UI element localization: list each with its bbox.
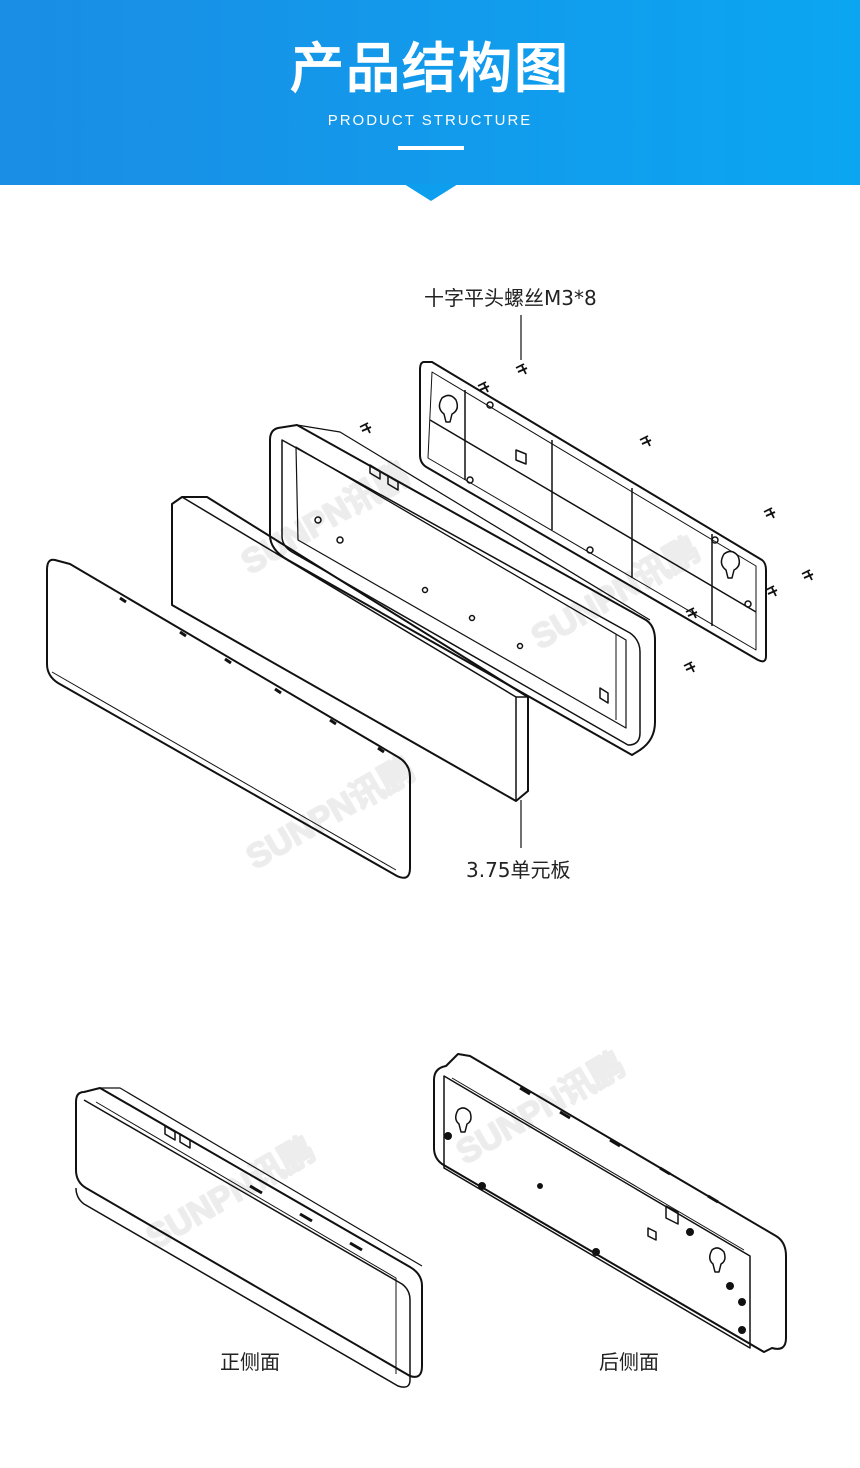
watermark-1: SUNPN讯鹏	[235, 456, 416, 582]
main-frame	[269, 424, 656, 756]
watermark-5: SUNPN讯鹏	[450, 1046, 631, 1172]
front-cover-panel	[46, 558, 411, 879]
banner-notch	[404, 184, 458, 201]
screws	[359, 363, 814, 673]
watermarks: SUNPN讯鹏 SUNPN讯鹏 SUNPN讯鹏 SUNPN讯鹏 SUNPN讯鹏	[139, 455, 707, 1258]
rear-side-view	[433, 1053, 787, 1353]
unit-board-label: 3.75单元板	[466, 858, 571, 882]
page-subtitle: PRODUCT STRUCTURE	[327, 112, 533, 129]
title-underline	[398, 146, 464, 150]
front-side-label: 正侧面	[220, 1350, 280, 1374]
screw-label: 十字平头螺丝M3*8	[424, 286, 597, 310]
front-side-view	[75, 1087, 423, 1388]
watermark-4: SUNPN讯鹏	[140, 1131, 321, 1257]
watermark-3: SUNPN讯鹏	[240, 751, 421, 877]
header-banner	[0, 0, 860, 185]
watermark-2: SUNPN讯鹏	[525, 531, 706, 657]
rear-side-label: 后侧面	[599, 1350, 659, 1374]
back-plate	[419, 361, 767, 663]
unit-board	[171, 496, 529, 802]
page-title: 产品结构图	[290, 37, 570, 100]
